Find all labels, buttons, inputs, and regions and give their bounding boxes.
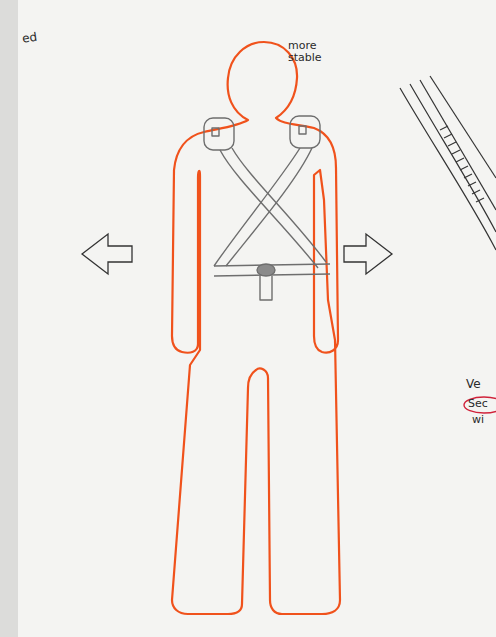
hatch-stroke: [456, 158, 464, 162]
pad-clip: [212, 128, 219, 136]
handwritten-note: Ve: [466, 378, 492, 391]
buckle: [257, 264, 275, 276]
hatch-stroke: [472, 190, 480, 194]
hatch-stroke: [476, 198, 484, 202]
strap-end: [260, 276, 272, 300]
handwritten-note: wi: [472, 414, 492, 426]
strap: [214, 148, 300, 266]
strap: [232, 148, 326, 262]
expand-arrow: [82, 234, 132, 274]
hatch-stroke: [460, 166, 468, 170]
harness: [204, 116, 330, 300]
shoulder-pad: [204, 118, 234, 150]
side-sketch: [400, 76, 496, 250]
pad-clip: [299, 126, 306, 134]
paper-edge: [0, 0, 18, 637]
handwritten-note: Sec: [468, 398, 494, 410]
hatch-stroke: [440, 126, 448, 130]
person-outline: [172, 42, 340, 614]
expand-arrow: [344, 234, 392, 274]
hatch-stroke: [448, 142, 456, 146]
hatch-stroke: [452, 150, 460, 154]
circle-mark: [464, 397, 496, 413]
hatch-stroke: [444, 134, 452, 138]
hatch-stroke: [468, 182, 476, 186]
shoulder-pad: [290, 116, 320, 148]
strap: [220, 150, 318, 268]
hatch-stroke: [464, 174, 472, 178]
handwritten-note: more stable: [288, 40, 332, 63]
strap: [226, 148, 312, 266]
